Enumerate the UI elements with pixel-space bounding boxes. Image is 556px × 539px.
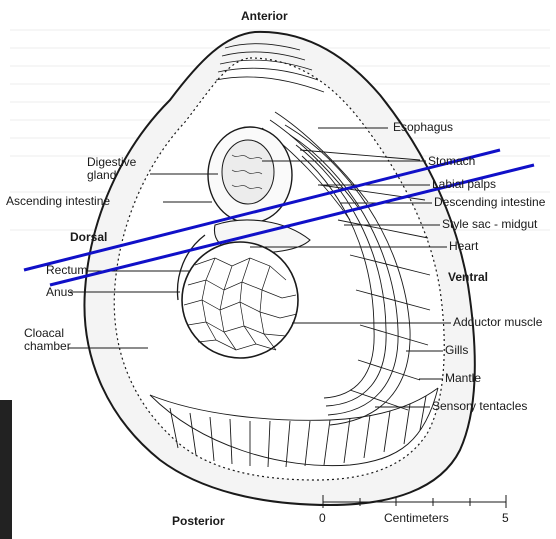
label-ventral: Ventral xyxy=(448,271,488,284)
label-descending-intestine: Descending intestine xyxy=(434,196,545,209)
label-cloacal-chamber: Cloacal chamber xyxy=(24,327,84,353)
label-dorsal: Dorsal xyxy=(70,231,107,244)
label-anterior: Anterior xyxy=(241,10,288,23)
label-heart: Heart xyxy=(449,240,478,253)
label-stomach: Stomach xyxy=(428,155,475,168)
label-gills: Gills xyxy=(445,344,468,357)
label-posterior: Posterior xyxy=(172,515,225,528)
label-ascending-intestine: Ascending intestine xyxy=(6,195,110,208)
left-edge-shadow xyxy=(0,400,12,539)
label-labial-palps: Labial palps xyxy=(432,178,496,191)
label-mantle: Mantle xyxy=(445,372,481,385)
label-style-sac: Style sac - midgut xyxy=(442,218,537,231)
scale-end-label: 5 xyxy=(502,512,509,525)
label-sensory-tentacles: Sensory tentacles xyxy=(432,400,527,413)
label-rectum: Rectum xyxy=(46,264,87,277)
scale-start-label: 0 xyxy=(319,512,326,525)
label-esophagus: Esophagus xyxy=(393,121,453,134)
stomach xyxy=(222,140,274,204)
scale-unit-label: Centimeters xyxy=(384,512,449,525)
label-anus: Anus xyxy=(46,286,73,299)
label-digestive-gland: Digestive gland xyxy=(87,156,151,182)
label-adductor-muscle: Adductor muscle xyxy=(453,316,542,329)
